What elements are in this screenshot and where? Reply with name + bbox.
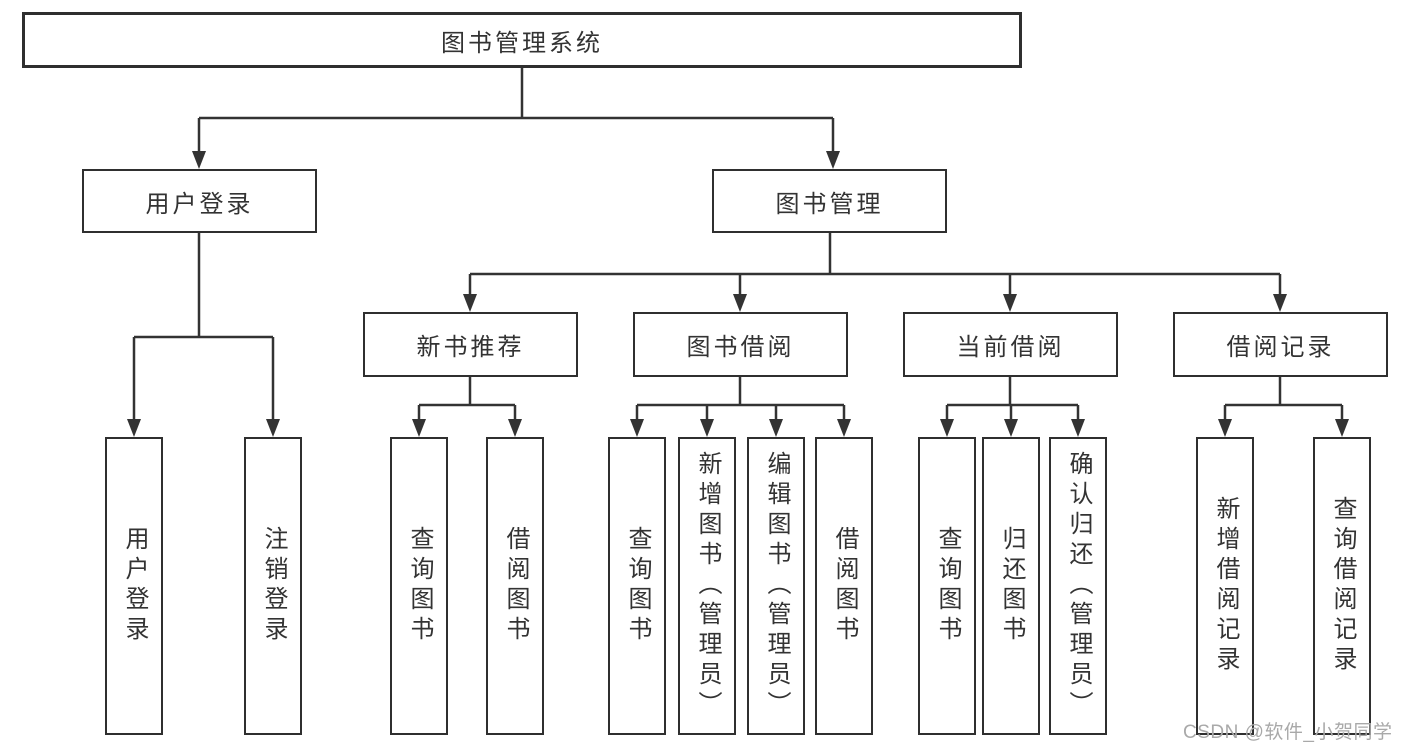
leaf-label: 确认归还（管理员） xyxy=(1065,451,1092,721)
connector-borrow-records-branch xyxy=(1223,377,1344,421)
node-leaf-borrow-books-recommend: 借阅图书 xyxy=(486,437,544,735)
arrow-down-icon xyxy=(266,419,280,437)
node-leaf-query-borrow-record: 查询借阅记录 xyxy=(1313,437,1371,735)
arrow-down-icon xyxy=(630,419,644,437)
connector-book-borrow-branch xyxy=(635,377,846,421)
node-new-book-recommend: 新书推荐 xyxy=(363,312,578,377)
arrow-down-icon xyxy=(1273,294,1287,312)
arrow-down-icon xyxy=(463,294,477,312)
node-leaf-logout-login: 注销登录 xyxy=(244,437,302,735)
node-leaf-query-books-current: 查询图书 xyxy=(918,437,976,735)
leaf-label: 编辑图书（管理员） xyxy=(763,451,790,721)
leaf-label: 新增图书（管理员） xyxy=(694,451,721,721)
leaf-label: 归还图书 xyxy=(998,526,1025,646)
node-leaf-return-books: 归还图书 xyxy=(982,437,1040,735)
leaf-label: 借阅图书 xyxy=(502,526,529,646)
node-leaf-user-login: 用户登录 xyxy=(105,437,163,735)
arrow-down-icon xyxy=(1335,419,1349,437)
node-root: 图书管理系统 xyxy=(22,12,1022,68)
node-leaf-edit-books-admin: 编辑图书（管理员） xyxy=(747,437,805,735)
arrow-down-icon xyxy=(733,294,747,312)
node-leaf-query-books-borrow: 查询图书 xyxy=(608,437,666,735)
node-borrow-records: 借阅记录 xyxy=(1173,312,1388,377)
node-leaf-add-borrow-record: 新增借阅记录 xyxy=(1196,437,1254,735)
node-leaf-borrow-books: 借阅图书 xyxy=(815,437,873,735)
leaf-label: 查询图书 xyxy=(624,526,651,646)
leaf-label: 注销登录 xyxy=(260,526,287,646)
arrow-down-icon xyxy=(940,419,954,437)
connector-current-borrow-branch xyxy=(945,377,1080,421)
arrow-down-icon xyxy=(127,419,141,437)
node-user-login: 用户登录 xyxy=(82,169,317,233)
node-leaf-query-books-recommend: 查询图书 xyxy=(390,437,448,735)
arrow-down-icon xyxy=(700,419,714,437)
arrow-down-icon xyxy=(769,419,783,437)
leaf-label: 借阅图书 xyxy=(831,526,858,646)
node-leaf-add-books-admin: 新增图书（管理员） xyxy=(678,437,736,735)
leaf-label: 用户登录 xyxy=(121,526,148,646)
arrow-down-icon xyxy=(412,419,426,437)
leaf-label: 查询图书 xyxy=(406,526,433,646)
arrow-down-icon xyxy=(1003,294,1017,312)
node-book-management: 图书管理 xyxy=(712,169,947,233)
arrow-down-icon xyxy=(508,419,522,437)
arrow-down-icon xyxy=(1218,419,1232,437)
watermark: CSDN @软件_小贺同学 xyxy=(1183,722,1393,743)
connector-root-to-level2 xyxy=(197,68,835,152)
node-current-borrow: 当前借阅 xyxy=(903,312,1118,377)
arrow-down-icon xyxy=(837,419,851,437)
connector-user-login-branch xyxy=(132,233,275,421)
leaf-label: 查询图书 xyxy=(934,526,961,646)
leaf-label: 查询借阅记录 xyxy=(1329,496,1356,676)
arrow-down-icon xyxy=(1071,419,1085,437)
connector-new-book-recommend-branch xyxy=(417,377,517,421)
node-book-borrow: 图书借阅 xyxy=(633,312,848,377)
node-leaf-confirm-return-admin: 确认归还（管理员） xyxy=(1049,437,1107,735)
leaf-label: 新增借阅记录 xyxy=(1212,496,1239,676)
connector-book-management-branch xyxy=(468,233,1282,296)
arrow-down-icon xyxy=(826,151,840,169)
arrow-down-icon xyxy=(192,151,206,169)
arrow-down-icon xyxy=(1004,419,1018,437)
